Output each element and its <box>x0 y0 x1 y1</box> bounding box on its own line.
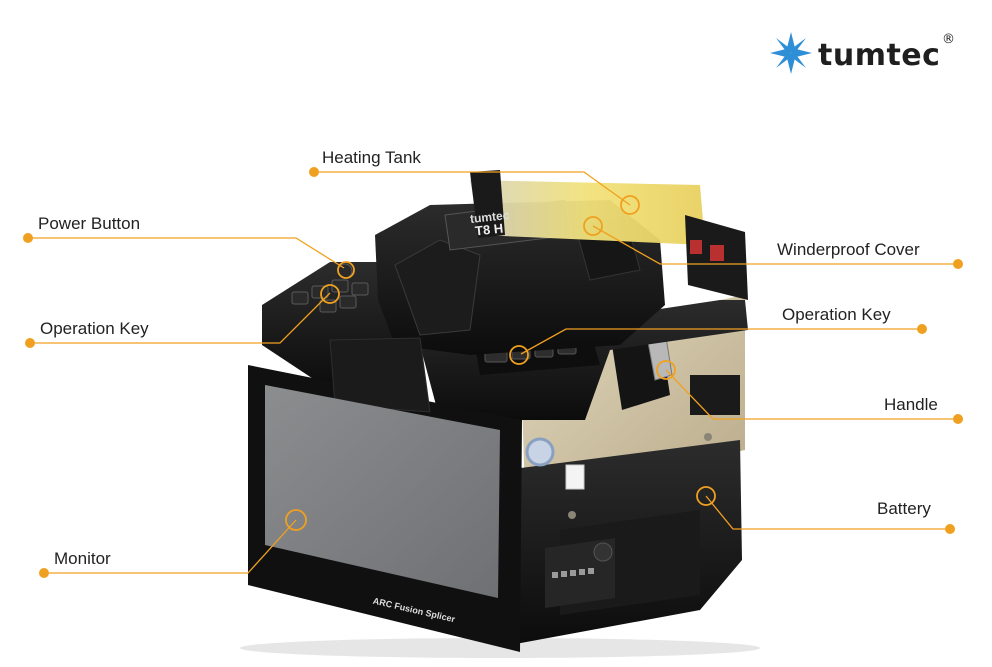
heating-tank <box>470 180 705 245</box>
dot-handle <box>953 414 963 424</box>
dot-winderproof-cover <box>953 259 963 269</box>
callout-heating-tank: Heating Tank <box>322 148 421 167</box>
monitor-screen <box>265 385 500 598</box>
ring-battery <box>696 486 716 506</box>
battery-button <box>593 542 613 562</box>
callout-winderproof-cover: Winderproof Cover <box>777 240 920 259</box>
callout-power-button: Power Button <box>38 214 141 233</box>
ring-heating-tank <box>620 195 640 215</box>
ring-operation-key-right <box>509 345 529 365</box>
callout-battery: Battery <box>877 499 931 518</box>
ring-power-button <box>337 261 355 279</box>
callout-handle: Handle <box>884 395 938 414</box>
handle-slot <box>690 375 740 415</box>
ring-handle <box>656 360 676 380</box>
dot-power-button <box>23 233 33 243</box>
callout-operation-key-right: Operation Key <box>782 305 891 324</box>
ring-operation-key-left <box>320 284 340 304</box>
ring-winderproof-cover <box>583 216 603 236</box>
ring-monitor <box>285 509 307 531</box>
battery-indicator-leds <box>552 568 594 578</box>
blue-badge <box>525 437 555 467</box>
callout-operation-key-left: Operation Key <box>40 319 149 338</box>
dot-monitor <box>39 568 49 578</box>
brand-name: tumtec <box>818 38 941 73</box>
cover-ridge <box>394 239 481 336</box>
callout-monitor: Monitor <box>54 549 111 568</box>
monitor-hinge <box>329 337 431 413</box>
dot-heating-tank <box>309 167 319 177</box>
label-sticker <box>565 464 585 490</box>
dot-operation-key-left <box>25 338 35 348</box>
base-shadow <box>240 638 760 658</box>
star-logo-icon <box>770 32 812 74</box>
heating-tank-clamps <box>470 170 505 238</box>
registered-mark: ® <box>942 32 955 47</box>
dot-battery <box>945 524 955 534</box>
dot-operation-key-right <box>917 324 927 334</box>
left-keys <box>291 263 369 313</box>
